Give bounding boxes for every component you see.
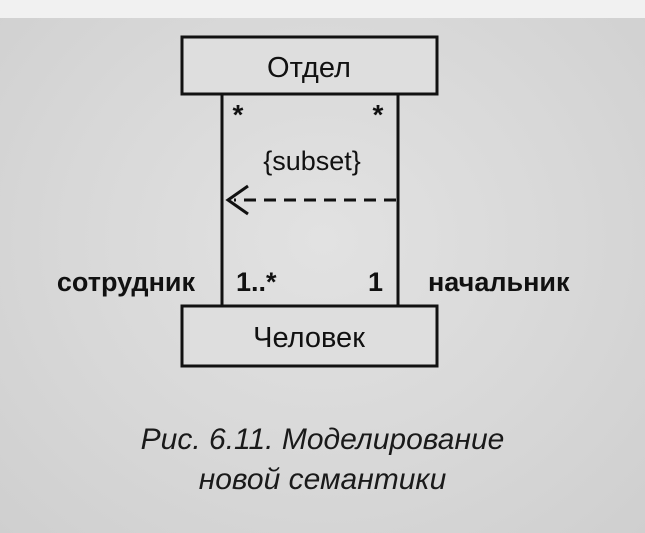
caption-line-1: Рис. 6.11. Моделирование <box>140 423 505 456</box>
multiplicity-bottom-left: 1..* <box>236 267 277 297</box>
multiplicity-top-right: * <box>373 99 384 130</box>
multiplicity-top-left: * <box>233 99 244 130</box>
class-name-department: Отдел <box>267 52 351 84</box>
role-label-employee: сотрудник <box>57 267 196 297</box>
role-label-head: начальник <box>428 267 570 297</box>
class-box-department: Отдел <box>180 35 439 96</box>
constraint-label: {subset} <box>263 146 361 176</box>
class-box-person-frame <box>180 304 439 368</box>
class-name-person: Человек <box>253 322 365 354</box>
scan-border <box>0 0 645 18</box>
class-box-department-frame <box>180 35 439 96</box>
figure-caption: Рис. 6.11. Моделирование новой семантики <box>0 420 645 500</box>
uml-diagram: Отдел Человек * * {subset} 1..* 1 сотруд… <box>57 35 570 368</box>
dependency-arrowhead <box>225 184 249 216</box>
multiplicity-bottom-right: 1 <box>368 267 383 297</box>
caption-line-2: новой семантики <box>198 463 447 496</box>
class-box-person: Человек <box>180 304 439 368</box>
